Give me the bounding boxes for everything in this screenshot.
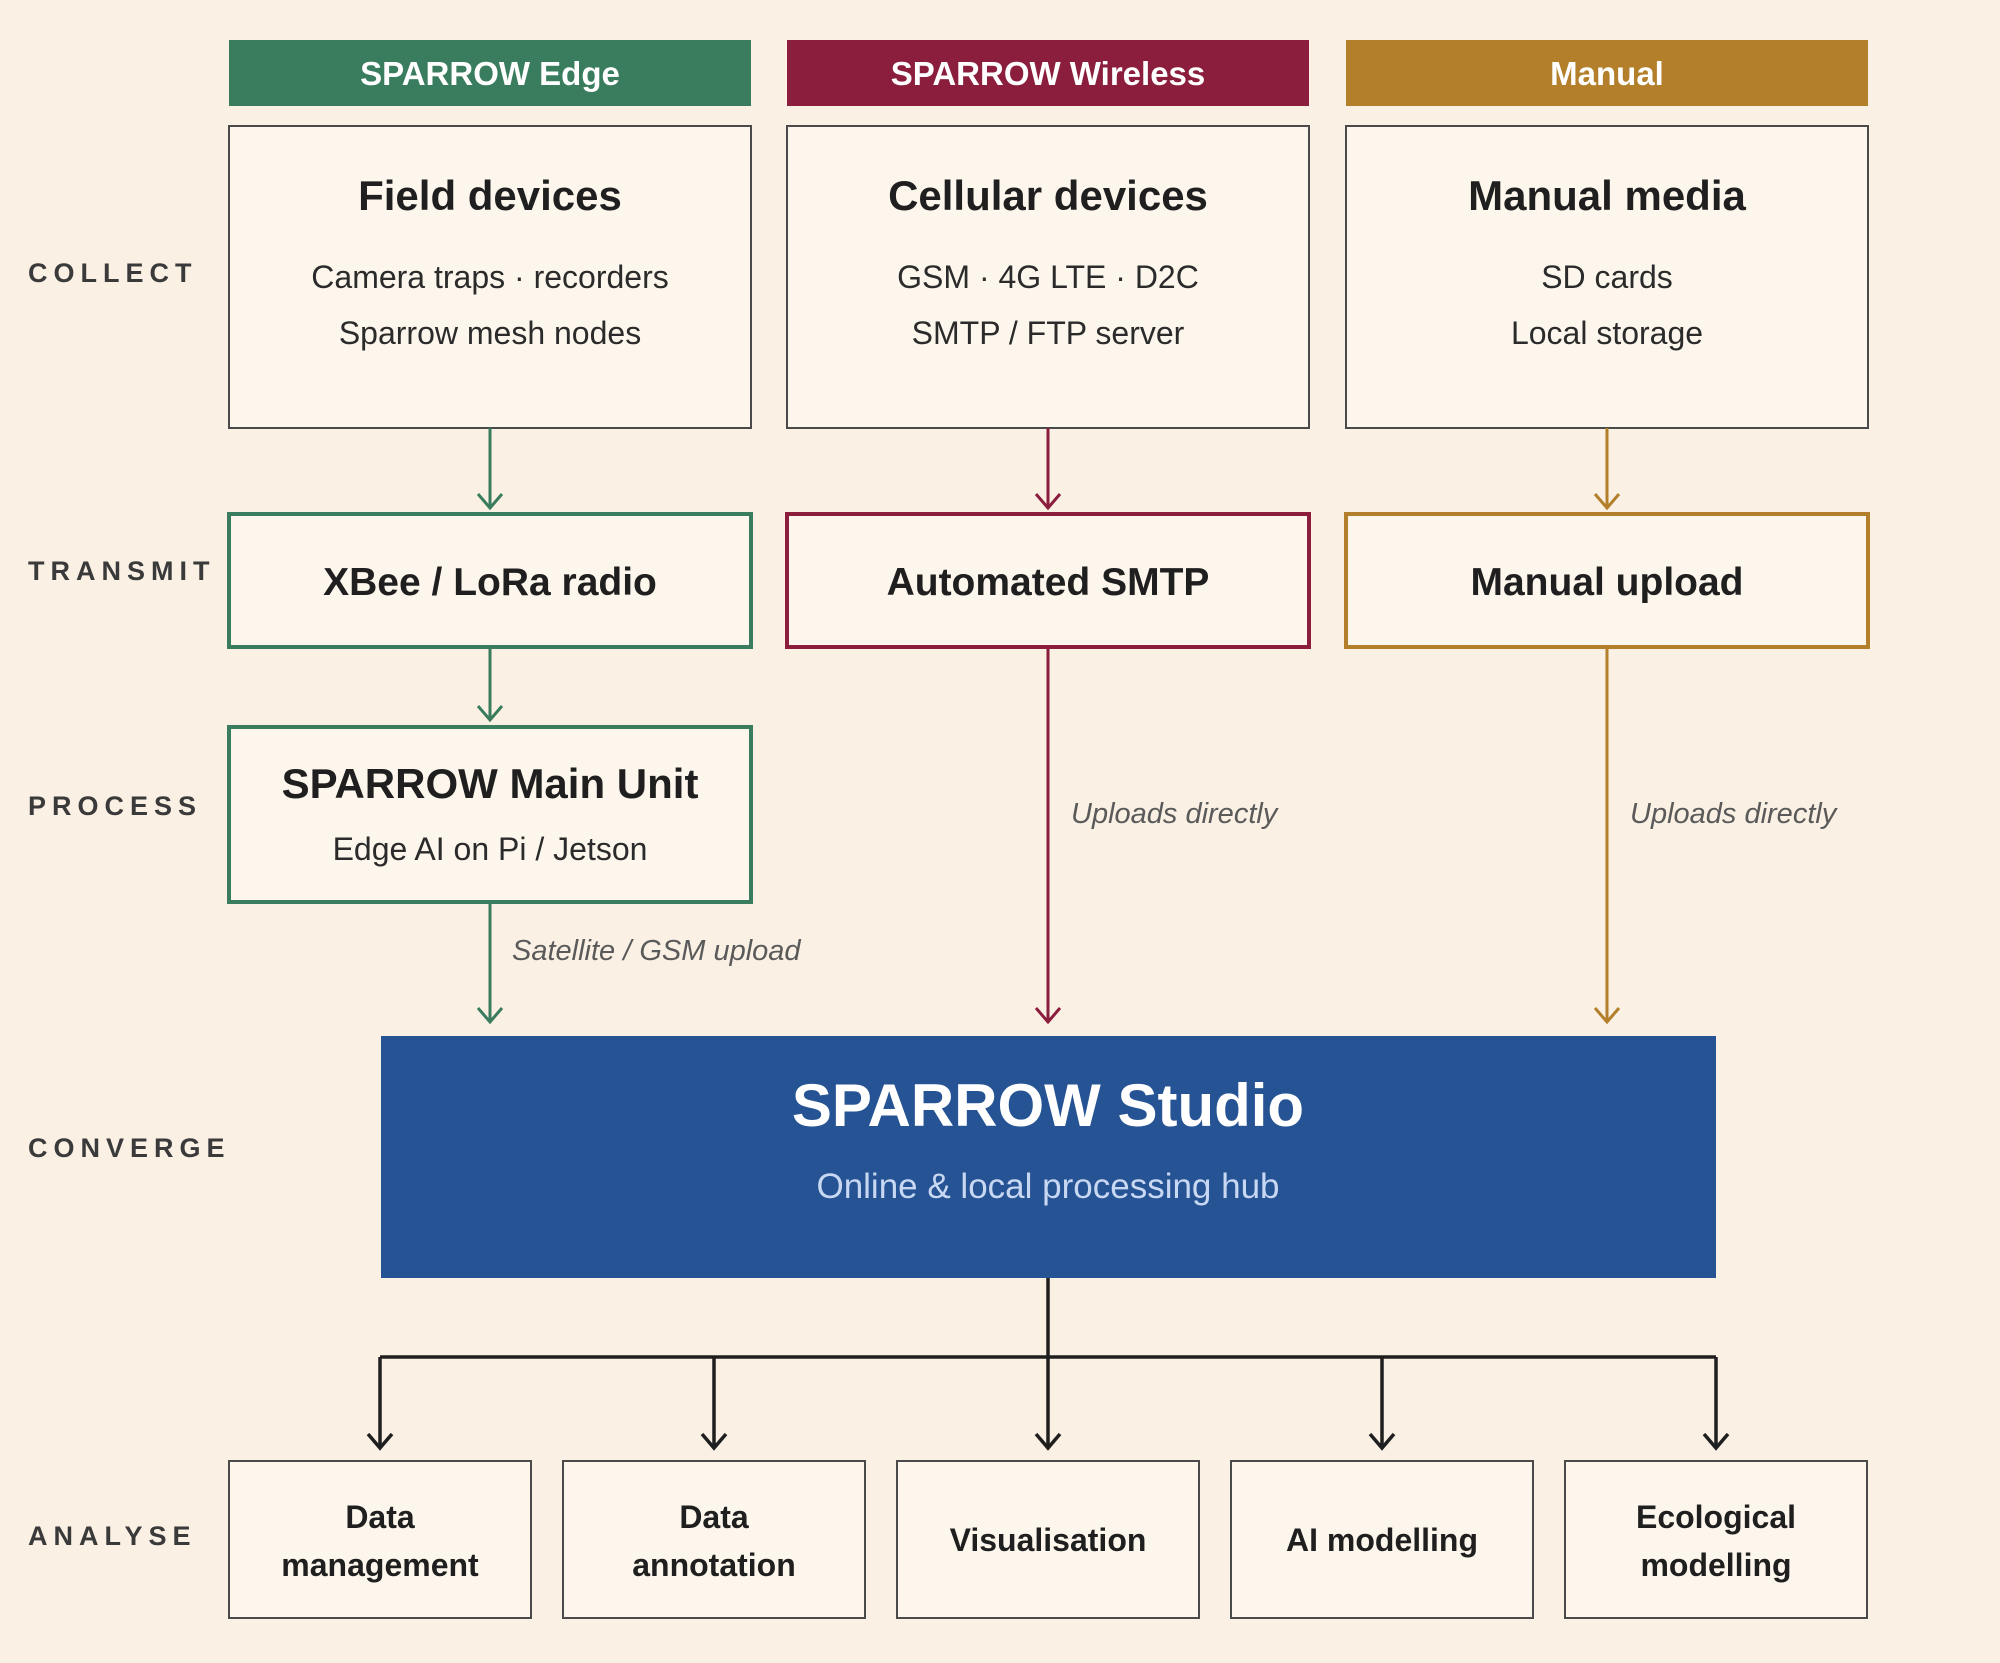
transmit-label-wireless: Automated SMTP bbox=[887, 561, 1210, 604]
process-title-edge: SPARROW Main Unit bbox=[282, 760, 699, 807]
arrow-edge-transmit-to-process bbox=[476, 647, 504, 723]
collect-line2-edge: Sparrow mesh nodes bbox=[339, 315, 641, 351]
transmit-box-manual: Manual upload bbox=[1344, 512, 1870, 649]
stage-label-analyse: ANALYSE bbox=[28, 1521, 197, 1551]
transmit-box-edge: XBee / LoRa radio bbox=[227, 512, 753, 649]
collect-box-wireless: Cellular devices GSM · 4G LTE · D2C SMTP… bbox=[786, 125, 1310, 429]
collect-title-edge: Field devices bbox=[358, 172, 622, 219]
output-box-data-management: Data management bbox=[228, 1460, 532, 1619]
column-header-manual: Manual bbox=[1346, 40, 1868, 106]
studio-subtitle: Online & local processing hub bbox=[816, 1167, 1279, 1206]
transmit-box-wireless: Automated SMTP bbox=[785, 512, 1311, 649]
upload-label-manual: Uploads directly bbox=[1630, 798, 1838, 830]
output-label-line1: Ecological bbox=[1636, 1499, 1796, 1535]
output-label-line1: AI modelling bbox=[1286, 1522, 1478, 1558]
output-label-line2: modelling bbox=[1640, 1547, 1791, 1583]
output-box-data-annotation: Data annotation bbox=[562, 1460, 866, 1619]
process-sub-edge: Edge AI on Pi / Jetson bbox=[333, 831, 648, 867]
collect-title-wireless: Cellular devices bbox=[888, 172, 1208, 219]
collect-title-manual: Manual media bbox=[1468, 172, 1746, 219]
output-box-ai-modelling: AI modelling bbox=[1230, 1460, 1534, 1619]
output-label-line2: annotation bbox=[632, 1547, 796, 1583]
arrow-edge-process-to-studio bbox=[476, 902, 504, 1025]
column-header-wireless-label: SPARROW Wireless bbox=[891, 55, 1206, 92]
fanout-connectors bbox=[366, 1278, 1730, 1451]
output-label-line1: Data bbox=[679, 1499, 749, 1535]
process-box-edge: SPARROW Main Unit Edge AI on Pi / Jetson bbox=[227, 725, 753, 904]
upload-label-wireless: Uploads directly bbox=[1071, 798, 1279, 830]
output-label-line2: management bbox=[281, 1547, 479, 1583]
output-label-line1: Data bbox=[345, 1499, 415, 1535]
arrow-wireless-collect-to-transmit bbox=[1034, 428, 1062, 511]
column-header-edge-label: SPARROW Edge bbox=[360, 55, 620, 92]
arrow-manual-transmit-to-studio bbox=[1593, 647, 1621, 1025]
collect-line1-manual: SD cards bbox=[1541, 259, 1673, 295]
studio-hub: SPARROW Studio Online & local processing… bbox=[381, 1036, 1716, 1278]
upload-label-edge: Satellite / GSM upload bbox=[512, 935, 801, 967]
output-box-ecological-modelling: Ecological modelling bbox=[1564, 1460, 1868, 1619]
arrow-edge-collect-to-transmit bbox=[476, 428, 504, 511]
collect-line2-wireless: SMTP / FTP server bbox=[912, 315, 1185, 351]
stage-label-process: PROCESS bbox=[28, 791, 202, 821]
output-box-visualisation: Visualisation bbox=[896, 1460, 1200, 1619]
stage-label-transmit: TRANSMIT bbox=[28, 556, 215, 586]
arrow-wireless-transmit-to-studio bbox=[1034, 647, 1062, 1025]
stage-label-converge: CONVERGE bbox=[28, 1133, 231, 1163]
output-label-line1: Visualisation bbox=[950, 1522, 1147, 1558]
arrow-manual-collect-to-transmit bbox=[1593, 428, 1621, 511]
transmit-label-edge: XBee / LoRa radio bbox=[323, 561, 657, 604]
column-header-manual-label: Manual bbox=[1550, 55, 1664, 92]
collect-line1-edge: Camera traps · recorders bbox=[311, 259, 668, 295]
column-header-edge: SPARROW Edge bbox=[229, 40, 751, 106]
column-header-wireless: SPARROW Wireless bbox=[787, 40, 1309, 106]
collect-line1-wireless: GSM · 4G LTE · D2C bbox=[897, 259, 1199, 295]
collect-box-edge: Field devices Camera traps · recorders S… bbox=[228, 125, 752, 429]
studio-title: SPARROW Studio bbox=[792, 1072, 1304, 1139]
collect-box-manual: Manual media SD cards Local storage bbox=[1345, 125, 1869, 429]
transmit-label-manual: Manual upload bbox=[1471, 561, 1744, 604]
stage-label-collect: COLLECT bbox=[28, 258, 198, 288]
collect-line2-manual: Local storage bbox=[1511, 315, 1703, 351]
